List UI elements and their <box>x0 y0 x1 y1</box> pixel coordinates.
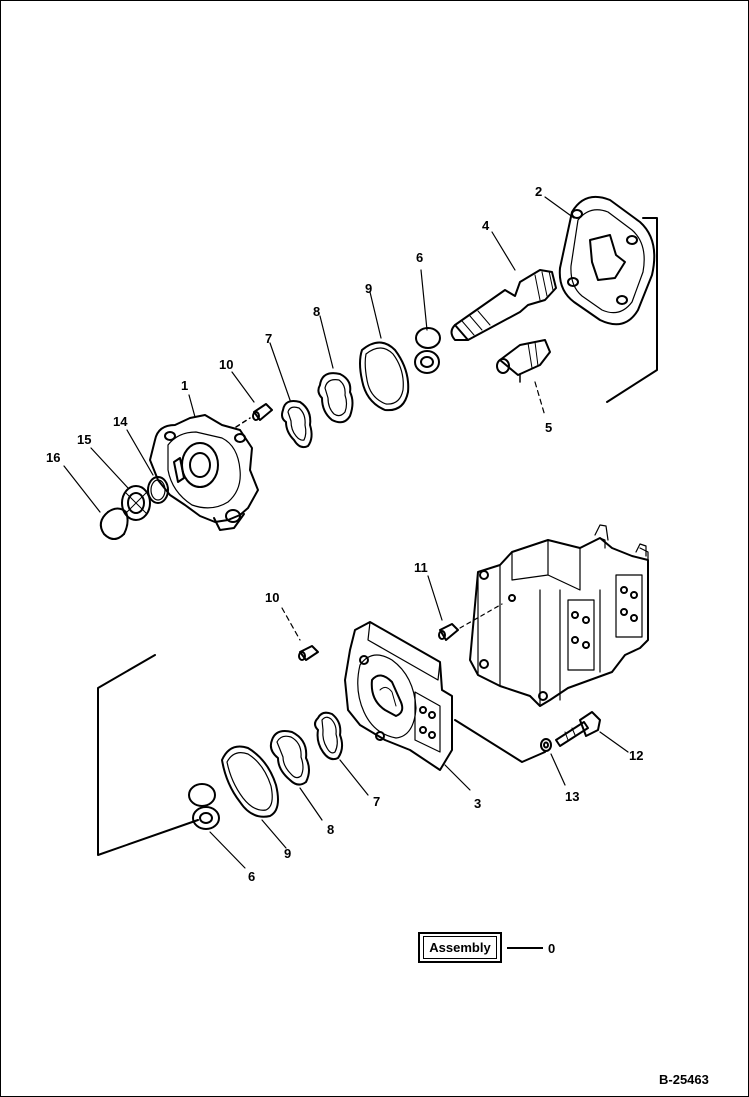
label-part-14: 14 <box>113 414 128 429</box>
label-part-9-bottom: 9 <box>284 846 292 861</box>
part-9-seal-bottom <box>221 745 287 849</box>
main-pump-body <box>469 524 649 707</box>
part-9-seal-top <box>359 291 410 412</box>
part-15-bearing <box>90 447 151 521</box>
label-part-4: 4 <box>482 218 490 233</box>
assembly-box: Assembly <box>418 932 502 963</box>
label-part-13: 13 <box>565 789 580 804</box>
part-4-drive-shaft <box>450 231 557 341</box>
label-part-10-bottom: 10 <box>265 590 280 605</box>
assembly-label: Assembly <box>423 936 497 959</box>
label-part-9-top: 9 <box>365 281 373 296</box>
assembly-leader-line <box>507 947 543 949</box>
label-part-7-top: 7 <box>265 331 273 346</box>
upper-bracket-line <box>606 217 658 403</box>
lower-bracket-line <box>97 654 546 856</box>
label-part-2: 2 <box>535 184 543 199</box>
label-part-1: 1 <box>181 378 189 393</box>
drawing-code: B-25463 <box>659 1072 709 1087</box>
label-part-15: 15 <box>77 432 92 447</box>
part-6-washer-bottom <box>188 783 246 869</box>
part-8-ring-top <box>317 315 354 424</box>
label-part-6-top: 6 <box>416 250 424 265</box>
part-6-washer-top <box>414 269 441 374</box>
part-2-flange-plate <box>544 196 656 326</box>
part-3-gear-case <box>344 621 471 791</box>
part-13-washer <box>540 738 566 786</box>
label-part-6-bottom: 6 <box>248 869 256 884</box>
label-part-7-bottom: 7 <box>373 794 381 809</box>
label-part-11: 11 <box>414 560 428 575</box>
part-16-snap-ring <box>63 465 129 540</box>
label-part-5: 5 <box>545 420 553 435</box>
part-8-ring-bottom <box>269 730 323 821</box>
label-part-10-top: 10 <box>219 357 234 372</box>
part-7-seal-top <box>269 342 313 449</box>
label-part-16: 16 <box>46 450 61 465</box>
part-10-pin-top <box>231 371 273 428</box>
label-part-3: 3 <box>474 796 482 811</box>
assembly-value: 0 <box>548 941 556 956</box>
part-11-pin <box>427 575 503 641</box>
part-1-cover-body <box>149 394 259 531</box>
part-10-pin-bottom <box>281 607 319 661</box>
part-7-seal-bottom <box>314 711 369 796</box>
part-5-gear <box>496 339 551 417</box>
part-12-bolt <box>555 711 629 753</box>
part-14-oring <box>126 429 169 504</box>
label-part-12: 12 <box>629 748 644 763</box>
label-part-8-top: 8 <box>313 304 321 319</box>
label-part-8-bottom: 8 <box>327 822 335 837</box>
